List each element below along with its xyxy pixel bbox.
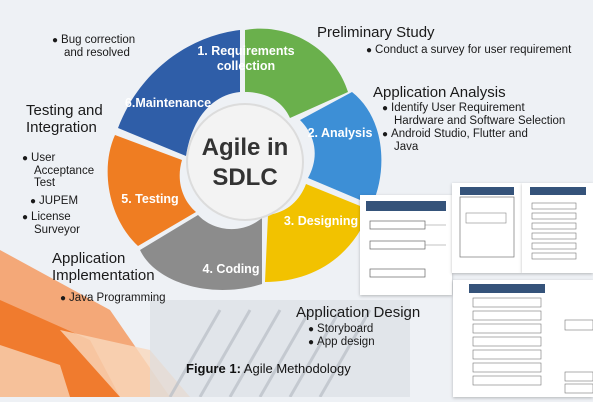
segment-designing bbox=[265, 184, 370, 282]
segment-label-designing: 3. Designing bbox=[276, 214, 366, 229]
center-title-line2: SDLC bbox=[212, 164, 278, 191]
segment-label-line: 6.Maintenance bbox=[124, 96, 212, 110]
figure-caption: Figure 1: Agile Methodology bbox=[186, 361, 351, 376]
design-sheet-1 bbox=[360, 195, 452, 295]
maintenance-bullet: ●Bug correction and resolved bbox=[52, 34, 135, 59]
bullet-icon: ● bbox=[308, 337, 315, 348]
bullet-text: Storyboard bbox=[317, 323, 374, 335]
bullet-text: JUPEM bbox=[39, 195, 79, 207]
bullet-icon: ● bbox=[382, 129, 389, 140]
testing-bullet-uat: ●User Acceptance Test bbox=[22, 152, 94, 189]
bullet-icon: ● bbox=[308, 324, 315, 335]
bullet-text: User bbox=[31, 152, 56, 164]
bullet-icon: ● bbox=[22, 212, 29, 223]
segment-label-line: 1. Requirements bbox=[197, 44, 295, 58]
heading-line: Application bbox=[52, 250, 126, 267]
segment-requirements bbox=[245, 28, 348, 118]
figure-caption-text: Agile Methodology bbox=[240, 361, 351, 376]
bullet-icon: ● bbox=[52, 35, 59, 46]
bullet-text: App design bbox=[317, 336, 375, 348]
segment-label-line: 5. Testing bbox=[121, 192, 179, 206]
cycle-segments bbox=[107, 28, 382, 290]
testing-bullet-license: ●License Surveyor bbox=[22, 211, 80, 236]
testing-bullet-jupem: ●JUPEM bbox=[30, 195, 78, 208]
design-sheet-3 bbox=[522, 183, 593, 273]
bullet-text: Android Studio, Flutter and bbox=[391, 128, 528, 140]
bullet-text-continued: and resolved bbox=[64, 47, 130, 59]
segment-label-line: 3. Designing bbox=[283, 214, 359, 228]
figure-caption-label: Figure 1: bbox=[186, 361, 241, 376]
design-sheet-1-drawing bbox=[366, 201, 446, 278]
segment-label-line: 2. Analysis bbox=[307, 126, 373, 140]
segment-label-coding: 4. Coding bbox=[196, 262, 266, 277]
preliminary-bullet: ●Conduct a survey for user requirement bbox=[366, 44, 571, 57]
heading-line: Implementation bbox=[52, 267, 155, 284]
design-sheet-2 bbox=[452, 183, 522, 273]
bullet-icon: ● bbox=[60, 293, 67, 304]
heading-line: Integration bbox=[26, 119, 97, 136]
bullet-text: Java Programming bbox=[69, 292, 166, 304]
bullet-text: Identify User Requirement bbox=[391, 102, 525, 114]
segment-label-maintenance: 6.Maintenance bbox=[118, 96, 218, 111]
center-title: Agile in SDLC bbox=[190, 133, 300, 193]
segment-maintenance bbox=[118, 30, 240, 156]
heading-line: Testing and bbox=[26, 102, 103, 119]
bullet-text-continued: Acceptance bbox=[34, 165, 95, 177]
center-circle bbox=[186, 103, 304, 221]
analysis-bullet-2: ●Android Studio, Flutter and Java bbox=[382, 128, 528, 153]
design-sheet-4 bbox=[453, 280, 593, 397]
bullet-icon: ● bbox=[382, 103, 389, 114]
bullet-text: License bbox=[31, 211, 71, 223]
bullet-icon: ● bbox=[30, 196, 37, 207]
bullet-text: Conduct a survey for user requirement bbox=[375, 44, 572, 56]
application-design-heading: Application Design bbox=[296, 304, 421, 321]
application-analysis-heading: Application Analysis bbox=[373, 84, 506, 101]
design-sheet-2-drawing bbox=[459, 187, 515, 258]
bullet-text-continued: Surveyor bbox=[34, 224, 81, 236]
implementation-heading: Application Implementation bbox=[52, 250, 155, 284]
testing-heading: Testing and Integration bbox=[26, 102, 103, 136]
segment-label-analysis: 2. Analysis bbox=[300, 126, 380, 141]
bullet-text-continued: Java bbox=[394, 141, 419, 153]
bullet-text-continued: Test bbox=[34, 177, 56, 189]
implementation-bullet: ●Java Programming bbox=[60, 292, 166, 305]
bullet-icon: ● bbox=[366, 45, 373, 56]
segment-label-line: 4. Coding bbox=[202, 262, 260, 276]
bullet-text-continued: Hardware and Software Selection bbox=[394, 115, 566, 127]
center-title-line1: Agile in bbox=[201, 134, 289, 161]
segment-label-requirements: 1. Requirements collection bbox=[196, 44, 296, 74]
segment-label-testing: 5. Testing bbox=[114, 192, 186, 207]
segment-coding bbox=[140, 215, 262, 290]
preliminary-study-heading: Preliminary Study bbox=[317, 24, 435, 41]
design-sheet-3-drawing bbox=[530, 187, 586, 260]
bullet-icon: ● bbox=[22, 153, 29, 164]
segment-analysis bbox=[300, 92, 382, 205]
design-sheet-4-drawing bbox=[469, 284, 593, 394]
analysis-bullet-1: ●Identify User Requirement Hardware and … bbox=[382, 102, 565, 127]
segment-label-line: collection bbox=[216, 59, 276, 73]
bullet-text: Bug correction bbox=[61, 34, 136, 46]
design-bullets: ●Storyboard ●App design bbox=[308, 323, 375, 349]
segment-testing bbox=[107, 135, 196, 246]
